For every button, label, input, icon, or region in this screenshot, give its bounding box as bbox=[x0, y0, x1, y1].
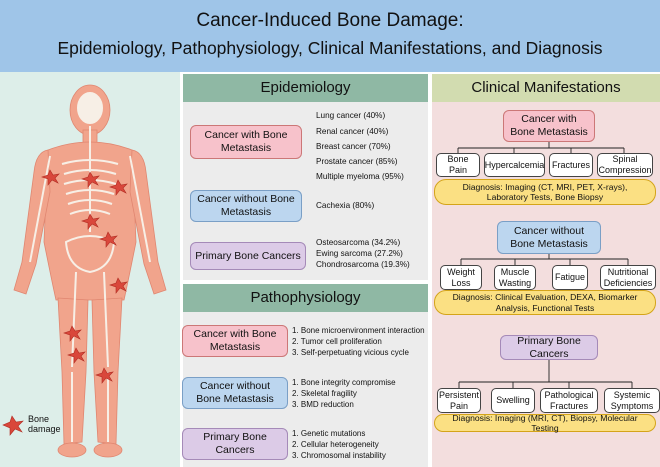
cm-symptom: Fractures bbox=[549, 153, 593, 177]
title-band: Cancer-Induced Bone Damage: Epidemiology… bbox=[0, 0, 660, 72]
epi-item: Prostate cancer (85%) bbox=[316, 157, 398, 166]
path-group-bone-metastasis: Cancer with Bone Metastasis bbox=[182, 325, 288, 357]
cm-group-primary-bone: Primary Bone Cancers bbox=[500, 335, 598, 360]
cm-symptom: Swelling bbox=[491, 388, 535, 413]
body-skeleton-illustration bbox=[2, 84, 167, 458]
legend-label-line-1: Bone bbox=[28, 414, 50, 424]
legend-label-line-2: damage bbox=[28, 424, 61, 435]
cm-symptom: Pathological Fractures bbox=[540, 388, 598, 413]
path-item: 3. BMD reduction bbox=[292, 400, 354, 409]
epi-item: Renal cancer (40%) bbox=[316, 127, 389, 136]
path-item: 3. Chromosomal instability bbox=[292, 451, 386, 460]
cm-symptom: Systemic Symptoms bbox=[604, 388, 660, 413]
epi-item: Breast cancer (70%) bbox=[316, 142, 391, 151]
epi-item: Cachexia (80%) bbox=[316, 201, 375, 210]
cm-symptom: Spinal Compression bbox=[597, 153, 653, 177]
epi-group-without-metastasis: Cancer without Bone Metastasis bbox=[190, 190, 302, 222]
epi-item: Lung cancer (40%) bbox=[316, 111, 386, 120]
path-item: 2. Cellular heterogeneity bbox=[292, 440, 379, 449]
clinical-header: Clinical Manifestations bbox=[432, 74, 660, 102]
cm-diagnosis: Diagnosis: Imaging (CT, MRI, PET, X-rays… bbox=[434, 179, 656, 205]
cm-diagnosis: Diagnosis: Imaging (MRI, CT), Biopsy, Mo… bbox=[434, 413, 656, 433]
path-group-primary-bone: Primary Bone Cancers bbox=[182, 428, 288, 460]
legend-bone-damage: Bone damage bbox=[28, 414, 61, 435]
path-item: 3. Self-perpetuating vicious cycle bbox=[292, 348, 409, 357]
epi-group-bone-metastasis: Cancer with Bone Metastasis bbox=[190, 125, 302, 159]
path-item: 1. Genetic mutations bbox=[292, 429, 366, 438]
epidemiology-header: Epidemiology bbox=[183, 74, 428, 102]
cm-group-without-metastasis: Cancer without Bone Metastasis bbox=[497, 221, 601, 254]
cm-symptom: Weight Loss bbox=[440, 265, 482, 290]
path-item: 2. Skeletal fragility bbox=[292, 389, 357, 398]
body-illustration-panel: Bone damage bbox=[0, 72, 180, 467]
cm-symptom: Nutritional Deficiencies bbox=[600, 265, 656, 290]
path-item: 1. Bone integrity compromise bbox=[292, 378, 396, 387]
title-line-1: Cancer-Induced Bone Damage: bbox=[196, 10, 464, 31]
cm-symptom: Muscle Wasting bbox=[494, 265, 536, 290]
cm-symptom: Bone Pain bbox=[436, 153, 480, 177]
epi-item: Multiple myeloma (95%) bbox=[316, 172, 404, 181]
title-line-2: Epidemiology, Pathophysiology, Clinical … bbox=[57, 38, 603, 58]
cm-symptom: Fatigue bbox=[552, 265, 588, 290]
epi-group-primary-bone: Primary Bone Cancers bbox=[190, 242, 306, 270]
path-item: 2. Tumor cell proliferation bbox=[292, 337, 382, 346]
epi-item: Osteosarcoma (34.2%) bbox=[316, 238, 401, 247]
path-item: 1. Bone microenvironment interaction bbox=[292, 326, 425, 335]
cm-symptom: Persistent Pain bbox=[437, 388, 481, 413]
path-group-without-metastasis: Cancer without Bone Metastasis bbox=[182, 377, 288, 409]
epi-item: Ewing sarcoma (27.2%) bbox=[316, 249, 403, 258]
epi-item: Chondrosarcoma (19.3%) bbox=[316, 260, 410, 269]
cm-diagnosis: Diagnosis: Clinical Evaluation, DEXA, Bi… bbox=[434, 290, 656, 315]
pathophysiology-header: Pathophysiology bbox=[183, 284, 428, 312]
cm-group-bone-metastasis: Cancer with Bone Metastasis bbox=[503, 110, 595, 142]
cm-symptom: Hypercalcemia bbox=[484, 153, 545, 177]
